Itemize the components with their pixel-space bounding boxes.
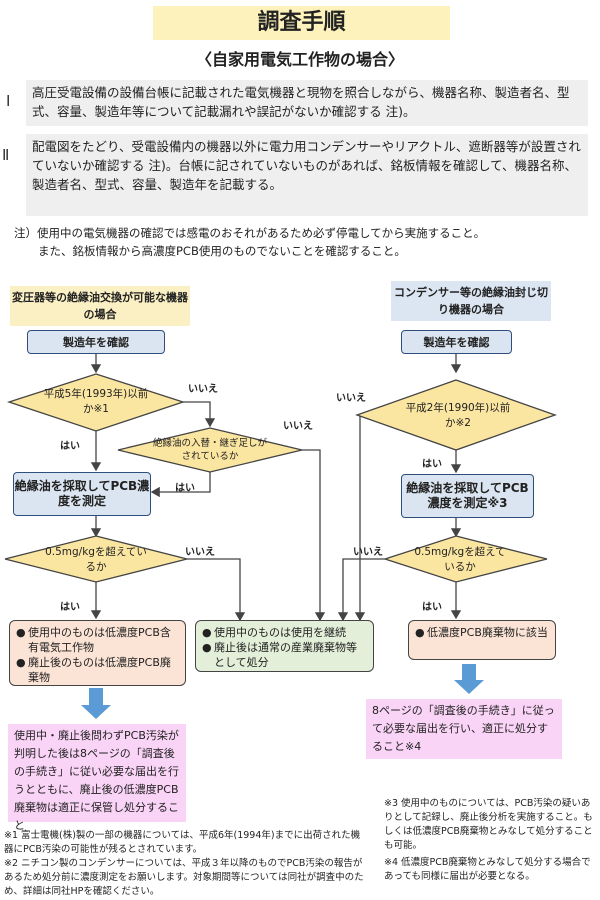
label-yes-2: はい — [175, 483, 195, 494]
result-middle-item: 廃止後は通常の産業廃棄物等として処分 — [214, 641, 357, 669]
action-right: 8ページの「調査後の手続き」に従って必要な届出を行い、適正に処分すること※4 — [366, 699, 562, 759]
q-conc-left-text: 0.5mg/kgを超えているか — [45, 546, 147, 573]
label-yes-3: はい — [60, 602, 80, 613]
result-left: ●使用中のものは低濃度PCB含有電気工作物 ●廃止後のものは低濃度PCB廃棄物 — [9, 620, 186, 686]
footnote-1: ※1 富士電機(株)製の一部の機器については、平成6年(1994年)までに出荷さ… — [4, 830, 361, 855]
q-h2-text: 平成2年(1990年)以前か※2 — [405, 402, 511, 429]
footnote-3: ※3 使用中のものについては、PCB汚染の疑いありとして記録し、廃止後分析を実施… — [384, 798, 593, 851]
diamond-q-conc-left — [4, 535, 188, 583]
bullet-icon: ● — [16, 656, 26, 669]
result-middle-item: 使用中のものは使用を継続 — [214, 626, 346, 639]
bullet-icon: ● — [16, 626, 26, 639]
diamond-q-conc-right — [382, 535, 548, 583]
diamond-q-h5 — [6, 373, 186, 432]
footnote-2: ※2 ニチコン製のコンデンサーについては、平成３年以降のものでPCB汚染の報告が… — [4, 858, 364, 897]
result-left-item: 廃止後のものは低濃度PCB廃棄物 — [28, 656, 171, 684]
page-subtitle: 〈自家用電気工作物の場合〉 — [195, 50, 404, 69]
right-flow-header: コンデンサー等の絶縁油封じ切り機器の場合 — [391, 281, 551, 321]
label-no-4: いいえ — [336, 393, 366, 404]
result-left-item: 使用中のものは低濃度PCB含有電気工作物 — [28, 626, 171, 654]
note-line-1: 注）使用中の電気機器の確認では感電のおそれがあるため必ず停電してから実施すること… — [14, 226, 486, 240]
page-title: 調査手順 — [153, 6, 450, 40]
label-no-3: いいえ — [185, 547, 215, 558]
bullet-icon: ● — [202, 641, 212, 654]
footnote-4: ※4 低濃度PCB廃棄物とみなして処分する場合であっても同様に届出が必要となる。 — [384, 857, 591, 882]
result-right: ●低濃度PCB廃棄物に該当 — [408, 620, 556, 660]
label-no-2: いいえ — [283, 421, 313, 432]
label-no-5: いいえ — [353, 547, 383, 558]
note-line-2: また、銘板情報から高濃度PCB使用のものでないことを確認すること。 — [38, 244, 406, 258]
q-refill-text: 絶縁油の入替・継ぎ足しがされているか — [152, 438, 267, 462]
diamond-q-h2 — [355, 379, 557, 451]
q-conc-right-text: 0.5mg/kgを超えているか — [414, 546, 506, 573]
sample-left: 絶縁油を採取してPCB濃度を測定 — [13, 472, 151, 516]
down-arrow-left — [81, 688, 111, 719]
mfg-year-right: 製造年を確認 — [401, 330, 512, 354]
q-h5-text: 平成5年(1993年)以前か※1 — [43, 388, 149, 415]
action-left: 使用中・廃止後問わずPCB汚染が判明した後は8ページの「調査後の手続き」に従い必… — [8, 724, 186, 832]
mfg-year-left: 製造年を確認 — [27, 330, 165, 354]
result-middle: ●使用中のものは使用を継続 ●廃止後は通常の産業廃棄物等として処分 — [195, 620, 374, 672]
step-2-number: Ⅱ — [2, 146, 10, 164]
result-right-item: 低濃度PCB廃棄物に該当 — [427, 626, 548, 639]
bullet-icon: ● — [202, 626, 212, 639]
left-flow-header: 変圧器等の絶縁油交換が可能な機器の場合 — [10, 286, 190, 326]
diamond-q-refill — [117, 427, 303, 473]
label-no-1: いいえ — [188, 384, 218, 395]
step-1-text: 高圧受電設備の設備台帳に記載された電気機器と現物を照合しながら、機器名称、製造者… — [26, 80, 588, 126]
down-arrow-right — [454, 664, 484, 694]
bullet-icon: ● — [415, 626, 425, 639]
label-yes-1: はい — [60, 441, 80, 452]
sample-right: 絶縁油を採取してPCB濃度を測定※3 — [401, 474, 534, 518]
label-yes-5: はい — [422, 602, 442, 613]
step-1-number: Ⅰ — [6, 92, 11, 110]
label-yes-4: はい — [422, 459, 442, 470]
step-2-text: 配電図をたどり、受電設備内の機器以外に電力用コンデンサーやリアクトル、遮断器等が… — [26, 134, 588, 216]
